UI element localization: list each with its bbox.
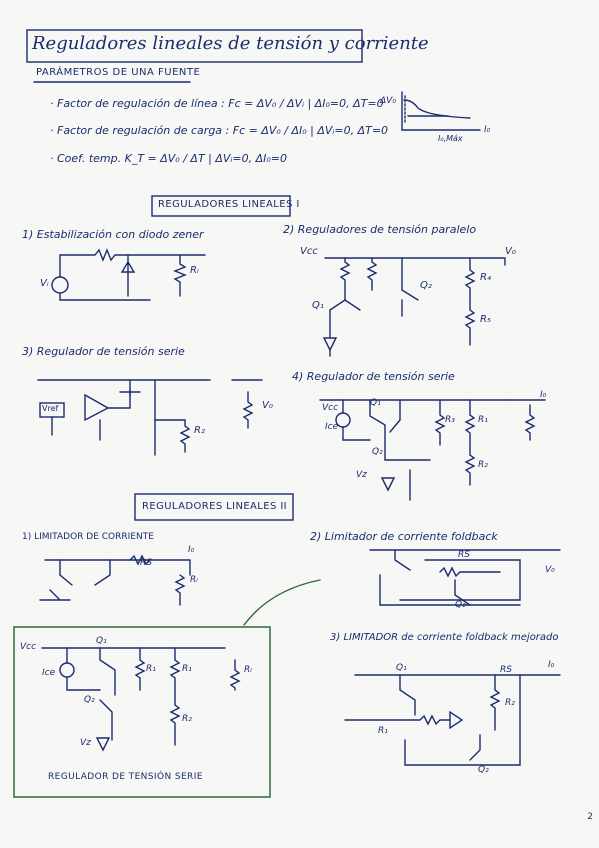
q2-label-c8: Q₂ [84, 695, 95, 705]
circuit7-title: 3) LIMITADOR de corriente foldback mejor… [330, 632, 559, 643]
circuit6-title: 2) Limitador de corriente foldback [310, 530, 498, 543]
link-arrow [243, 579, 321, 626]
vcc-label-c4: Vcc [322, 403, 339, 413]
circuit3-title: 3) Regulador de tensión serie [22, 345, 185, 358]
params-header: PARÁMETROS DE UNA FUENTE [36, 67, 201, 78]
circuit1-zener [51, 248, 206, 301]
circuit2-parallel [322, 257, 506, 357]
r2-label-c4: R₂ [478, 460, 488, 470]
load-block2 [504, 399, 546, 441]
series-regulator-box [13, 626, 271, 798]
r1-label-c4: R₁ [478, 415, 488, 425]
load-regulation: · Factor de regulación de carga : Fc = Δ… [50, 124, 389, 137]
ice-label-c4: Ice [325, 422, 339, 432]
load-block1 [231, 379, 263, 429]
page-title: Reguladores lineales de tensión y corrie… [32, 33, 429, 54]
rs-label-c5: RS [140, 558, 152, 568]
rl-label-c5: Rₗ [190, 575, 198, 585]
rl-label-c8: Rₗ [244, 665, 252, 675]
vo-label-c6: V₀ [545, 565, 555, 575]
circuit3-serie [37, 379, 211, 456]
r1-label-c8: R₁ [146, 664, 156, 674]
q1-label-c7: Q₁ [396, 663, 407, 673]
section2-title: REGULADORES LINEALES II [142, 501, 288, 512]
temperature-coefficient: · Coef. temp. K_T = ΔV₀ / ΔT | ΔVᵢ=0, ΔI… [50, 152, 287, 165]
circuit8-series [41, 647, 241, 752]
q2-label-c2: Q₂ [420, 280, 432, 291]
regulation-graph [401, 91, 481, 131]
line-regulation: · Factor de regulación de línea : Fc = Δ… [50, 97, 384, 110]
circuit1-title: 1) Estabilización con diodo zener [22, 228, 204, 241]
graph-delta-label: ΔV₀ [380, 96, 396, 106]
r3-label-c4: R₃ [445, 415, 455, 425]
circuit5-title: 1) LIMITADOR DE CORRIENTE [22, 532, 154, 542]
circuit5-limiter [39, 554, 191, 606]
circuit4-title: 4) Regulador de tensión serie [292, 370, 455, 383]
vo-label-c3: V₀ [262, 400, 273, 411]
vo-label-c2: V₀ [505, 246, 516, 257]
graph-note: I₀,Máx [438, 134, 463, 143]
section1-title: REGULADORES LINEALES I [158, 199, 300, 210]
r2-label-c7: R₂ [505, 698, 515, 708]
rs-label-c7: RS [500, 665, 512, 675]
r1b-label-c8: R₁ [182, 664, 192, 674]
r1-label-c7: R₁ [378, 726, 388, 736]
vcc-label-c2: Vcc [300, 246, 318, 257]
q2-label-c6: Q₂ [455, 600, 466, 610]
io-label-c4: I₀ [540, 390, 547, 400]
ice-label-c8: Ice [42, 668, 56, 678]
section2-box [134, 493, 294, 521]
r5-label: R₅ [480, 314, 491, 325]
rl-label-c1: Rₗ [190, 265, 199, 276]
page-number: 2 [587, 812, 593, 822]
circuit6-foldback [369, 549, 561, 606]
rs-label-c6: RS [458, 550, 470, 560]
vi-label: Vᵢ [40, 278, 49, 289]
circuit2-title: 2) Reguladores de tensión paralelo [283, 223, 477, 236]
io-label-c7: I₀ [548, 660, 555, 670]
r2-label-c3: R₂ [194, 425, 205, 436]
q1-label-c4: Q₁ [370, 398, 381, 408]
r2-label-c8: R₂ [182, 714, 192, 724]
io-label-c5: I₀ [188, 545, 195, 555]
section1-box [151, 195, 291, 217]
circuit8-title: REGULADOR DE TENSIÓN SERIE [48, 772, 203, 782]
vref-label: Vref [42, 404, 59, 413]
title-box [26, 29, 363, 63]
q2-label-c7: Q₂ [478, 765, 489, 775]
q2-label-c4: Q₂ [372, 447, 383, 457]
vcc-label-c8: Vcc [20, 642, 37, 652]
vz-label-c8: Vz [80, 738, 91, 748]
q1-label-c8: Q₁ [96, 636, 107, 646]
r4-label: R₄ [480, 272, 491, 283]
vz-label-c4: Vz [356, 470, 367, 480]
circuit7-improved [344, 674, 561, 766]
graph-axis-label: I₀ [484, 125, 491, 135]
q1-label-c2: Q₁ [312, 300, 324, 311]
circuit4-serie [319, 399, 506, 501]
